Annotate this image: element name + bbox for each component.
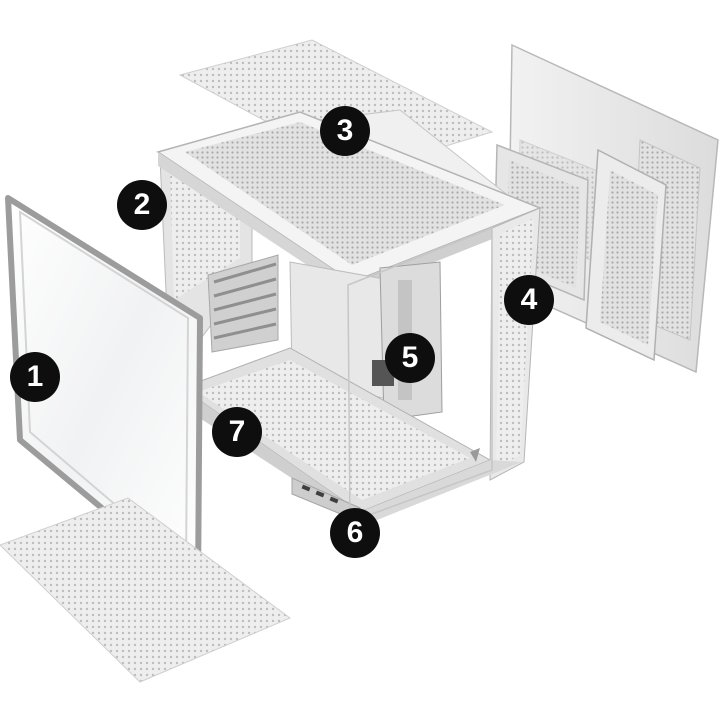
callout-2: 2: [117, 180, 167, 230]
callout-7: 7: [212, 407, 262, 457]
side-mesh-filters: [493, 143, 667, 362]
callout-4: 4: [504, 275, 554, 325]
callout-5: 5: [385, 333, 435, 383]
callout-3: 3: [320, 106, 370, 156]
case-body: [156, 109, 543, 526]
brand-logo: [470, 448, 480, 462]
bottom-dust-filter: [0, 497, 291, 683]
callout-6: 6: [330, 508, 380, 558]
pci-slot-brackets: [207, 254, 279, 353]
callout-1: 1: [10, 352, 60, 402]
